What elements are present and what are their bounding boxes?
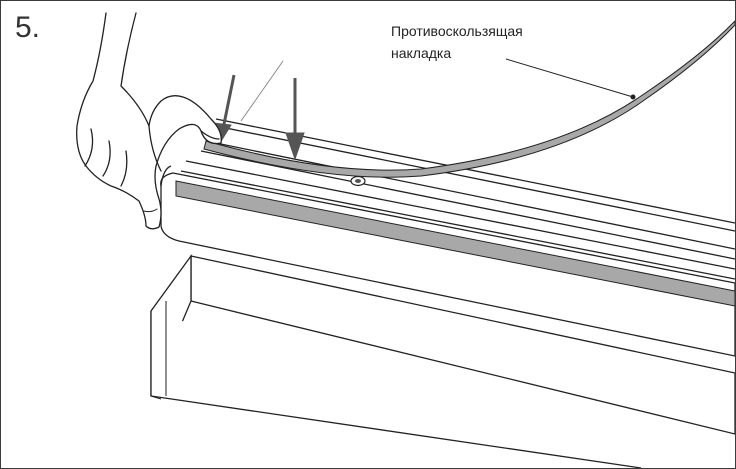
- callout-label-line1: Противоскользящая: [391, 23, 523, 39]
- callout-label-line2: накладка: [391, 45, 452, 61]
- callout-leader-line: [505, 58, 634, 98]
- anti-slip-strip: [175, 180, 735, 307]
- hand-icon: [76, 12, 222, 230]
- screw-icon: [350, 175, 366, 187]
- down-arrow-icon: [285, 78, 305, 161]
- anti-slip-insert: [203, 20, 735, 178]
- guide-line: [240, 60, 284, 122]
- stair-base: [150, 254, 735, 468]
- callout-label: Противоскользящая накладка: [391, 20, 523, 64]
- step-number: 5.: [15, 11, 41, 44]
- callout-dot: [630, 94, 636, 100]
